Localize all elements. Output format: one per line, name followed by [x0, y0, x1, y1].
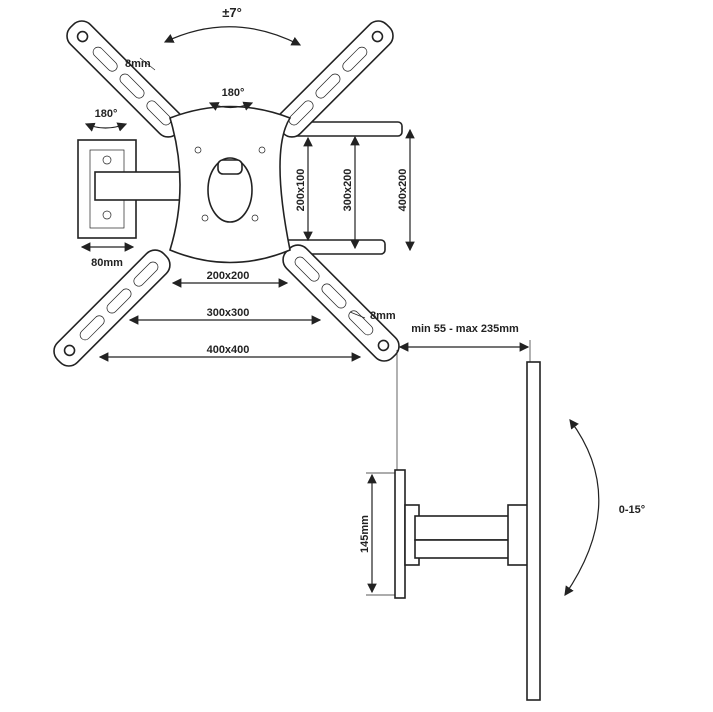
label-slot-width-bottom: 8mm — [370, 310, 396, 322]
vesa-plate — [169, 105, 292, 264]
label-wall-distance: min 55 - max 235mm — [411, 323, 519, 335]
dimension-lines-front — [80, 57, 415, 362]
label-rotation-plate: 180° — [222, 87, 245, 99]
label-vesa-200x200: 200x200 — [207, 270, 250, 282]
label-tilt-range: 0-15° — [619, 504, 645, 516]
label-vesa-400x400: 400x400 — [207, 344, 250, 356]
label-vesa-200x100: 200x100 — [295, 169, 307, 212]
label-vesa-300x300: 300x300 — [207, 307, 250, 319]
label-wall-plate-height: 145mm — [359, 515, 371, 553]
label-vesa-400x200: 400x200 — [397, 169, 409, 212]
side-view — [366, 340, 600, 701]
label-rotation-wall: 180° — [95, 108, 118, 120]
wall-plate-front — [77, 139, 186, 239]
label-slot-width-top: 8mm — [125, 58, 151, 70]
label-tilt-swivel: ±7° — [222, 5, 242, 20]
label-vesa-300x200: 300x200 — [342, 169, 354, 212]
label-wall-plate-width: 80mm — [91, 257, 123, 269]
